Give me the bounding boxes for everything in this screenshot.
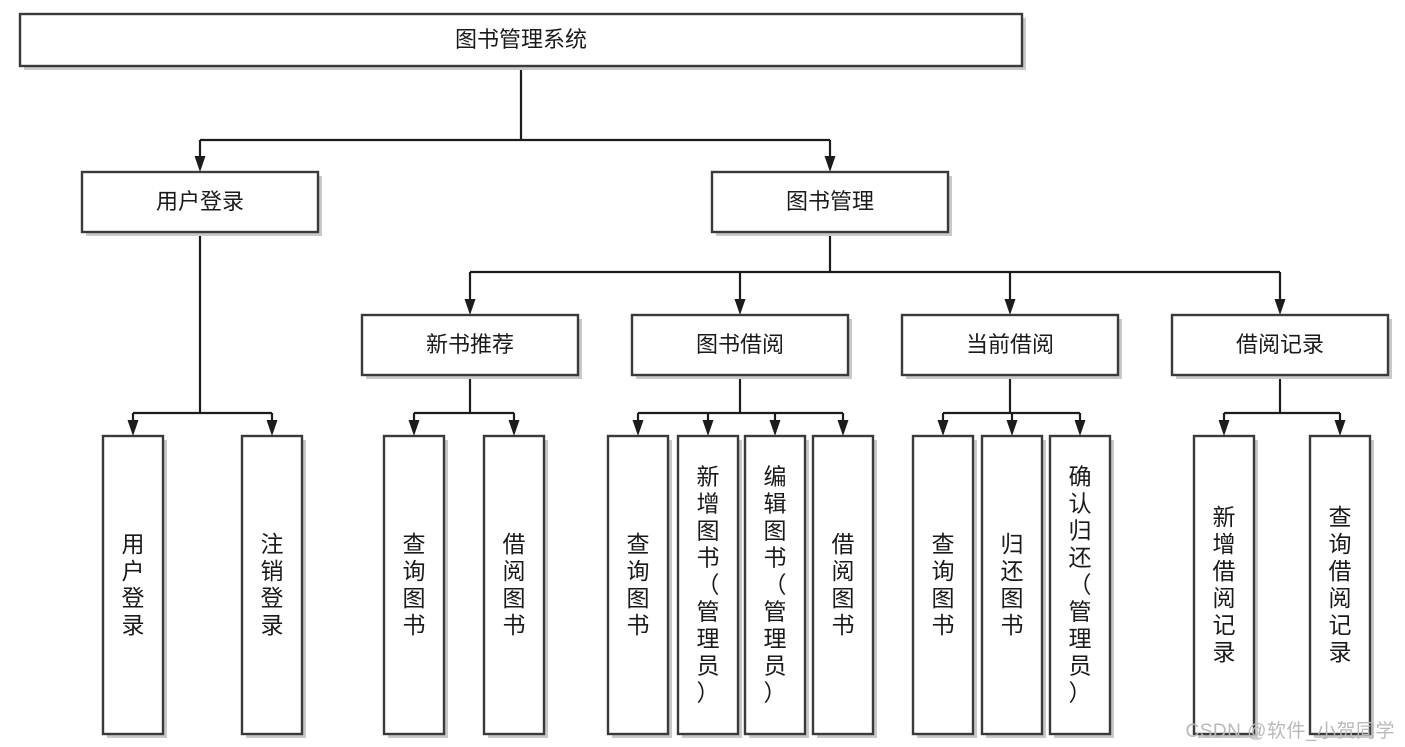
- node-new-book-recommend[interactable]: 新书推荐: [360, 313, 582, 379]
- node-label: 借阅记录: [1236, 332, 1324, 357]
- node-user-login[interactable]: 用户登录: [80, 170, 322, 236]
- edge-arrowhead: [1218, 420, 1230, 436]
- node-leaf-query-book-1[interactable]: 查询图书: [382, 434, 448, 738]
- node-label: 借阅图书: [832, 531, 855, 638]
- node-label: 用户登录: [122, 531, 145, 638]
- node-rect[interactable]: [743, 434, 807, 736]
- edge-arrowhead: [837, 420, 849, 436]
- edge-group-current-borrow: [937, 375, 1086, 436]
- node-label: 图书管理: [786, 189, 874, 214]
- node-rect[interactable]: [1170, 313, 1390, 377]
- node-rect[interactable]: [101, 434, 165, 736]
- node-label: 查询图书: [403, 531, 426, 638]
- node-leaf-return-book[interactable]: 归还图书: [980, 434, 1046, 738]
- edge-group-book-borrow: [632, 375, 849, 436]
- node-rect[interactable]: [710, 170, 950, 234]
- edge-arrowhead: [632, 420, 644, 436]
- edge-arrowhead: [1334, 420, 1346, 436]
- node-rect[interactable]: [1192, 434, 1256, 736]
- edge-group-user-login: [127, 232, 278, 436]
- node-rect[interactable]: [630, 313, 850, 377]
- node-leaf-edit-book[interactable]: 编辑图书（管理员）: [743, 434, 809, 738]
- node-rect[interactable]: [482, 434, 546, 736]
- node-book-borrow[interactable]: 图书借阅: [630, 313, 852, 379]
- edge-group-book-manage: [464, 232, 1286, 315]
- edge-arrowhead: [464, 299, 476, 315]
- node-label: 图书管理系统: [455, 27, 587, 52]
- edge-arrowhead: [266, 420, 278, 436]
- node-current-borrow[interactable]: 当前借阅: [900, 313, 1122, 379]
- node-label: 图书借阅: [696, 332, 784, 357]
- node-leaf-query-book-2[interactable]: 查询图书: [606, 434, 672, 738]
- edge-group-borrow-record: [1218, 375, 1346, 436]
- node-leaf-borrow-book-2[interactable]: 借阅图书: [811, 434, 877, 738]
- node-rect[interactable]: [980, 434, 1044, 736]
- edge-arrowhead: [1004, 299, 1016, 315]
- node-leaf-query-record[interactable]: 查询借阅记录: [1308, 434, 1374, 738]
- nodes-layer: 图书管理系统用户登录图书管理新书推荐图书借阅当前借阅借阅记录用户登录注销登录查询…: [18, 12, 1392, 738]
- node-leaf-add-record[interactable]: 新增借阅记录: [1192, 434, 1258, 738]
- node-label: 注销登录: [261, 531, 284, 638]
- node-rect[interactable]: [811, 434, 875, 736]
- node-rect[interactable]: [240, 434, 304, 736]
- edge-arrowhead: [937, 420, 949, 436]
- edge-group-root: [194, 66, 836, 172]
- edge-arrowhead: [702, 420, 714, 436]
- edge-arrowhead: [824, 156, 836, 172]
- edge-arrowhead: [769, 420, 781, 436]
- edge-arrowhead: [194, 156, 206, 172]
- node-label: 归还图书: [1001, 531, 1024, 638]
- node-label: 当前借阅: [966, 332, 1054, 357]
- node-root[interactable]: 图书管理系统: [18, 12, 1026, 70]
- node-label: 查询借阅记录: [1329, 504, 1352, 665]
- edge-arrowhead: [127, 420, 139, 436]
- node-label: 确认归还（管理员）: [1069, 464, 1092, 706]
- edge-arrowhead: [1274, 299, 1286, 315]
- node-rect[interactable]: [360, 313, 580, 377]
- node-rect[interactable]: [676, 434, 740, 736]
- node-leaf-borrow-book-1[interactable]: 借阅图书: [482, 434, 548, 738]
- node-rect[interactable]: [900, 313, 1120, 377]
- node-book-manage[interactable]: 图书管理: [710, 170, 952, 236]
- edge-arrowhead: [1074, 420, 1086, 436]
- node-label: 新增借阅记录: [1213, 504, 1236, 665]
- edge-arrowhead: [408, 420, 420, 436]
- edges-layer: [127, 66, 1346, 436]
- node-label: 借阅图书: [503, 531, 526, 638]
- node-rect[interactable]: [1048, 434, 1112, 736]
- edge-arrowhead: [734, 299, 746, 315]
- watermark-text: CSDN @软件_小贺同学: [1185, 721, 1395, 742]
- node-rect[interactable]: [606, 434, 670, 736]
- node-label: 查询图书: [627, 531, 650, 638]
- node-borrow-record[interactable]: 借阅记录: [1170, 313, 1392, 379]
- node-leaf-user-login[interactable]: 用户登录: [101, 434, 167, 738]
- edge-arrowhead: [508, 420, 520, 436]
- node-leaf-user-logout[interactable]: 注销登录: [240, 434, 306, 738]
- node-rect[interactable]: [911, 434, 975, 736]
- node-leaf-query-book-3[interactable]: 查询图书: [911, 434, 977, 738]
- node-rect[interactable]: [80, 170, 320, 234]
- node-rect[interactable]: [18, 12, 1024, 68]
- node-label: 用户登录: [156, 189, 244, 214]
- node-leaf-confirm-return[interactable]: 确认归还（管理员）: [1048, 434, 1114, 738]
- node-label: 编辑图书（管理员）: [764, 464, 787, 706]
- node-label: 查询图书: [932, 531, 955, 638]
- node-rect[interactable]: [1308, 434, 1372, 736]
- edge-group-new-book-recommend: [408, 375, 520, 436]
- node-label: 新书推荐: [426, 332, 514, 357]
- node-leaf-add-book[interactable]: 新增图书（管理员）: [676, 434, 742, 738]
- edge-arrowhead: [1006, 420, 1018, 436]
- node-rect[interactable]: [382, 434, 446, 736]
- node-label: 新增图书（管理员）: [697, 464, 720, 706]
